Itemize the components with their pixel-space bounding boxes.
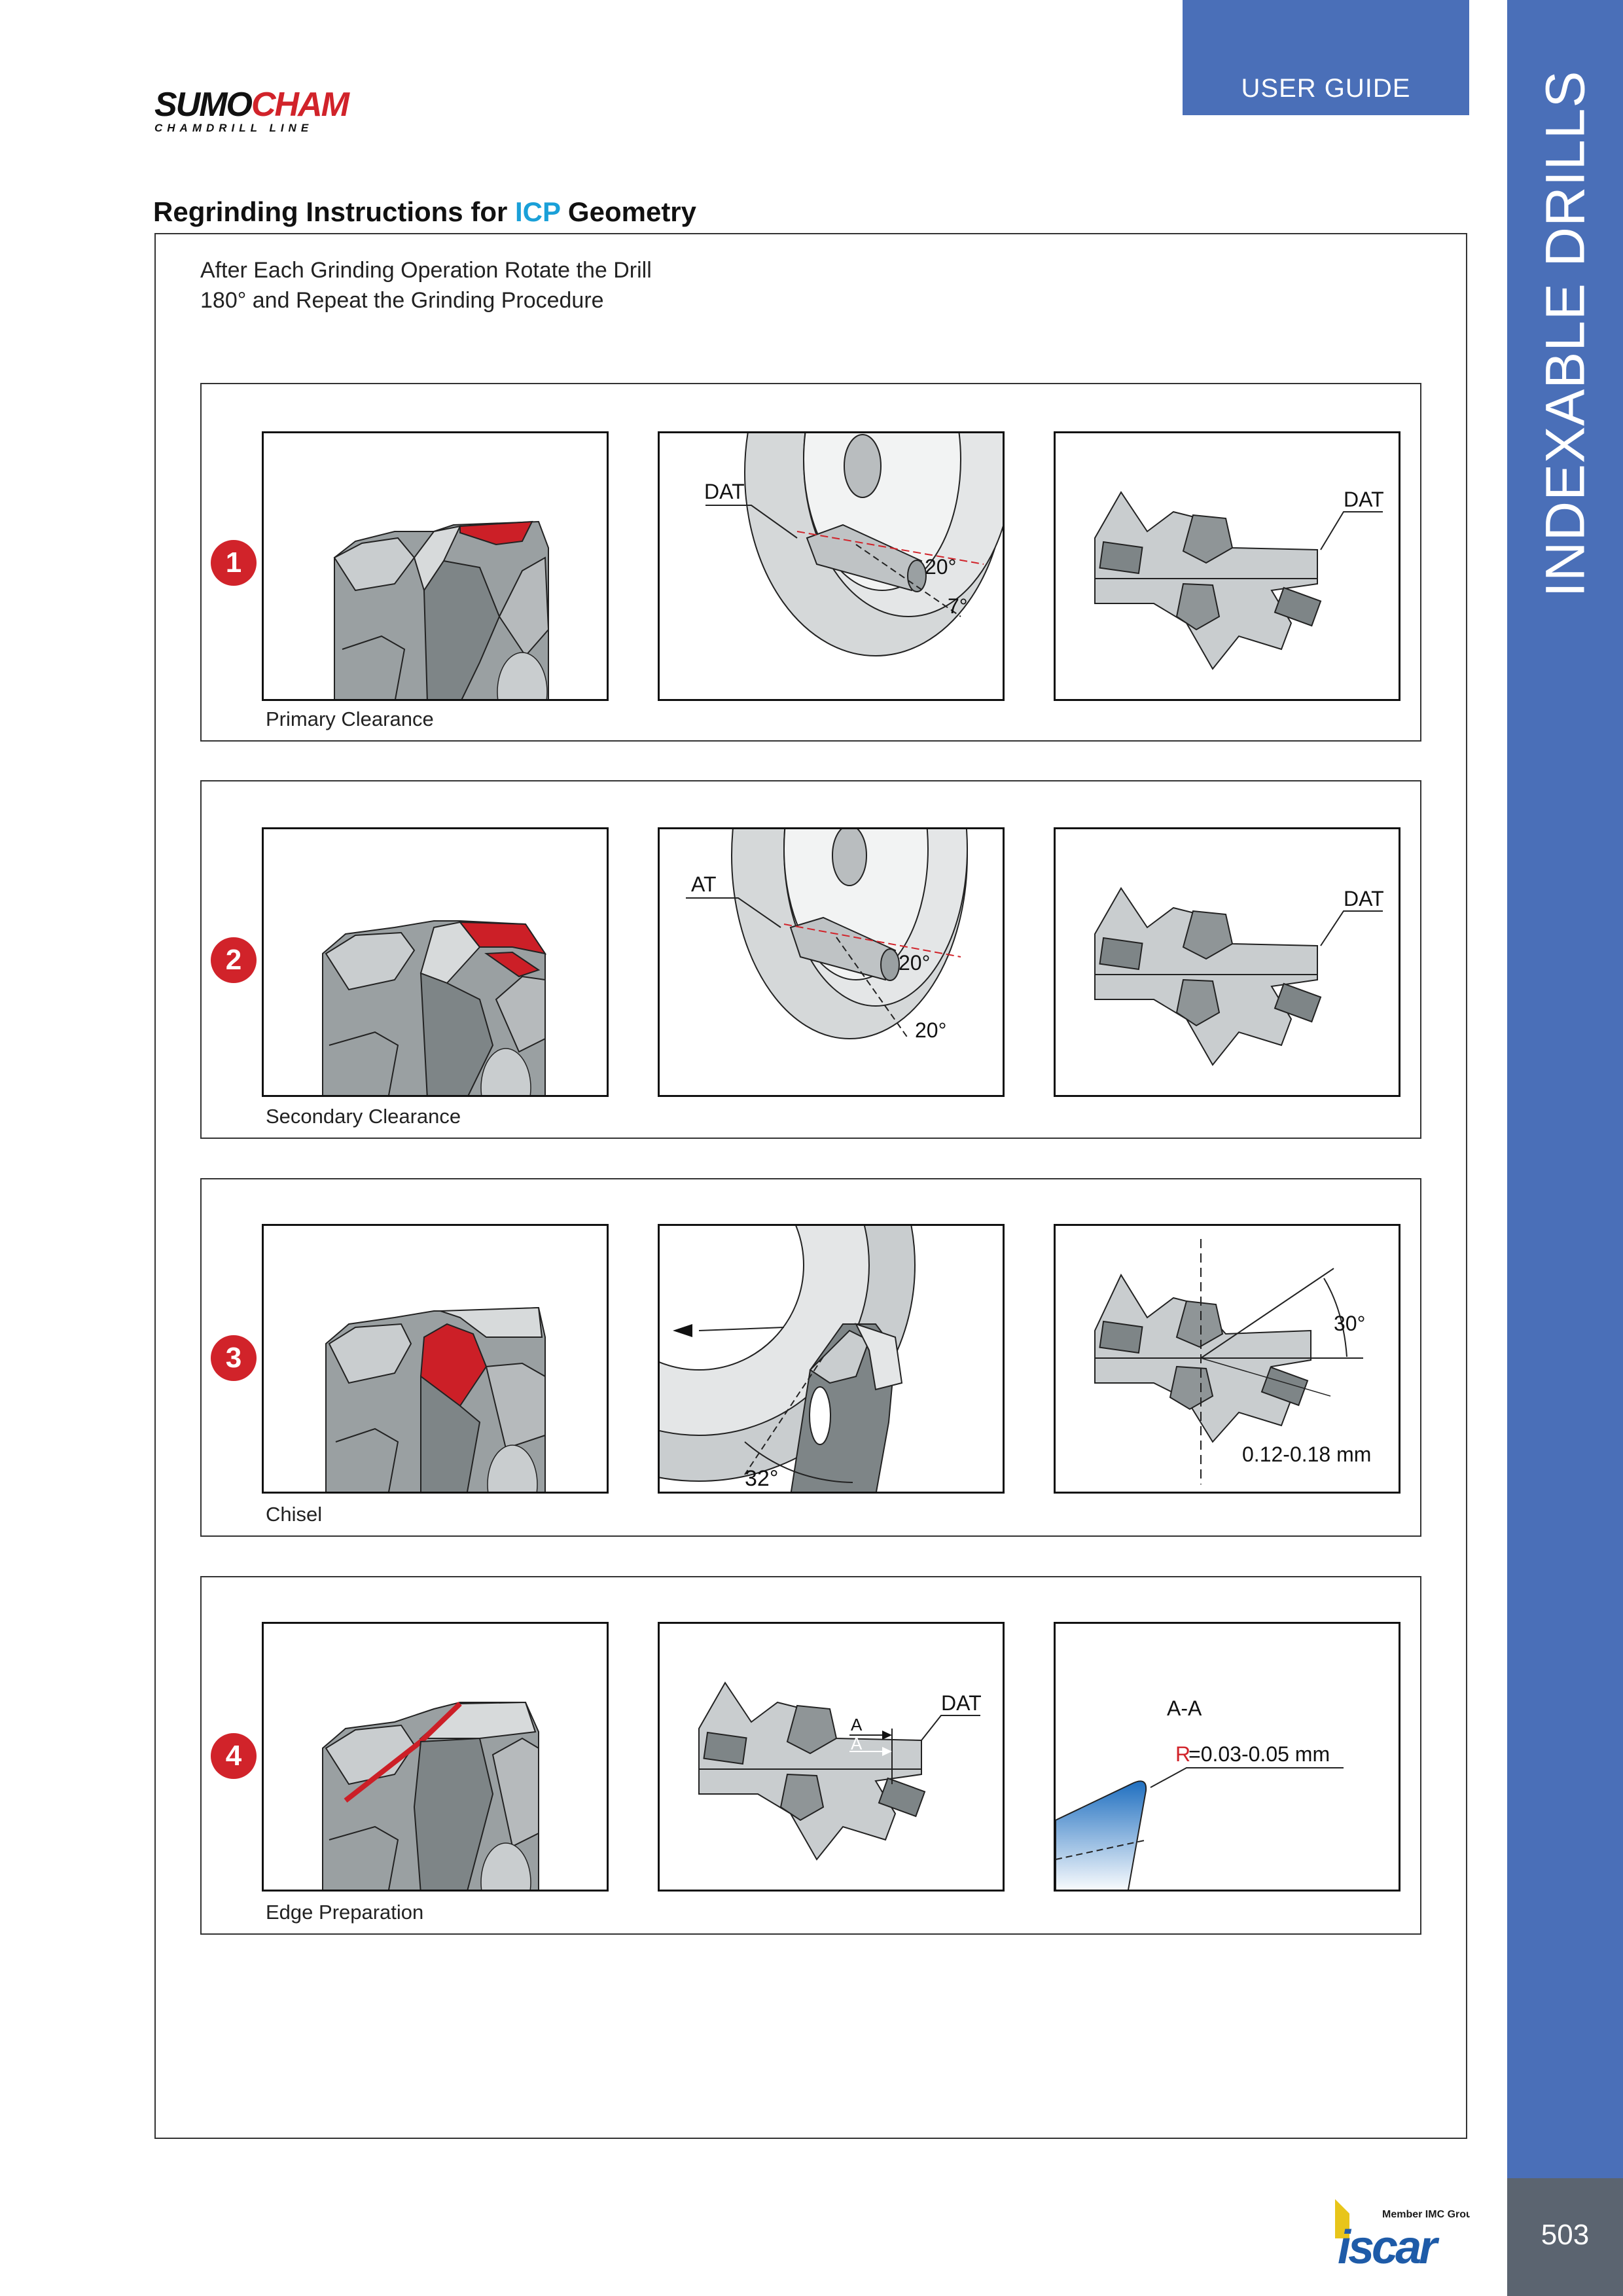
radius-letter: R [1175, 1742, 1190, 1766]
label-dat: DAT [941, 1691, 982, 1715]
intro-text: After Each Grinding Operation Rotate the… [200, 255, 652, 315]
section-arrow-label: A [851, 1715, 863, 1734]
step-caption: Edge Preparation [266, 1901, 424, 1924]
page-number: 503 [1541, 2219, 1590, 2251]
drill-tip-view [262, 431, 609, 701]
label-dat-right: DAT [1344, 887, 1384, 910]
step-caption: Secondary Clearance [266, 1105, 461, 1128]
radius-value: =0.03-0.05 mm [1188, 1742, 1330, 1766]
step-caption: Chisel [266, 1503, 323, 1526]
label-angle-30: 30° [1334, 1312, 1365, 1335]
grinding-wheel-view: DAT 20° 7° [658, 431, 1005, 701]
end-view-section-marks: A A DAT [658, 1622, 1005, 1892]
label-angle-b: 20° [915, 1018, 946, 1042]
side-label: INDEXABLE DRILLS [1534, 70, 1596, 598]
step-2-section: 2 Secondary Clearance AT 20° 20° [200, 780, 1421, 1139]
user-guide-tab: USER GUIDE [1183, 0, 1469, 115]
step-caption: Primary Clearance [266, 708, 434, 730]
page-number-box: 503 [1507, 2178, 1623, 2296]
label-angle-a: 20° [899, 951, 930, 975]
label-dimension: 0.12-0.18 mm [1242, 1443, 1371, 1466]
brand-name-part1: SUMO [154, 86, 253, 124]
section-title: A-A [1167, 1696, 1202, 1720]
brand-tagline: CHAMDRILL LINE [154, 122, 313, 134]
title-prefix: Regrinding Instructions for [153, 196, 515, 227]
label-angle-32: 32° [745, 1466, 778, 1491]
label-angle-a: 20° [925, 555, 956, 579]
end-view: DAT [1054, 431, 1400, 701]
label-at-left: AT [691, 872, 717, 896]
brand-logo: SUMOCHAM CHAMDRILL LINE [154, 86, 349, 135]
user-guide-label: USER GUIDE [1241, 74, 1411, 103]
step-1-section: 1 Primary Clearance DAT 20° 7° [200, 383, 1421, 742]
label-dat-right: DAT [1344, 488, 1384, 511]
step-badge: 4 [211, 1733, 257, 1779]
content-frame [154, 233, 1467, 2139]
step-badge: 1 [211, 540, 257, 586]
title-highlight: ICP [515, 196, 561, 227]
end-view: 30° 0.12-0.18 mm [1054, 1224, 1400, 1494]
grinding-wheel-view: 32° [658, 1224, 1005, 1494]
side-label-container: INDEXABLE DRILLS [1507, 71, 1623, 598]
title-suffix: Geometry [560, 196, 697, 227]
page-title: Regrinding Instructions for ICP Geometry [153, 196, 696, 228]
side-strip [1507, 0, 1623, 2178]
end-view: DAT [1054, 827, 1400, 1097]
intro-line-1: After Each Grinding Operation Rotate the… [200, 258, 652, 283]
label-dat-left: DAT [704, 480, 745, 503]
member-text: Member IMC Group [1382, 2209, 1470, 2220]
grinding-wheel-view: AT 20° 20° [658, 827, 1005, 1097]
intro-line-2: 180° and Repeat the Grinding Procedure [200, 288, 604, 313]
section-arrow-label: A [851, 1734, 863, 1753]
brand-name-part2: CHAM [251, 86, 349, 124]
step-3-section: 3 Chisel 32° [200, 1178, 1421, 1537]
step-badge: 2 [211, 937, 257, 983]
label-angle-b: 7° [948, 594, 968, 618]
iscar-logo: Member IMC Group iscar [1335, 2199, 1479, 2274]
step-badge: 3 [211, 1335, 257, 1381]
step-4-section: 4 Edge Preparation A A [200, 1576, 1421, 1935]
edge-section-view: A-A R =0.03-0.05 mm [1054, 1622, 1400, 1892]
drill-tip-view [262, 1224, 609, 1494]
drill-tip-view [262, 1622, 609, 1892]
iscar-wordmark: iscar [1338, 2221, 1440, 2270]
drill-tip-view [262, 827, 609, 1097]
